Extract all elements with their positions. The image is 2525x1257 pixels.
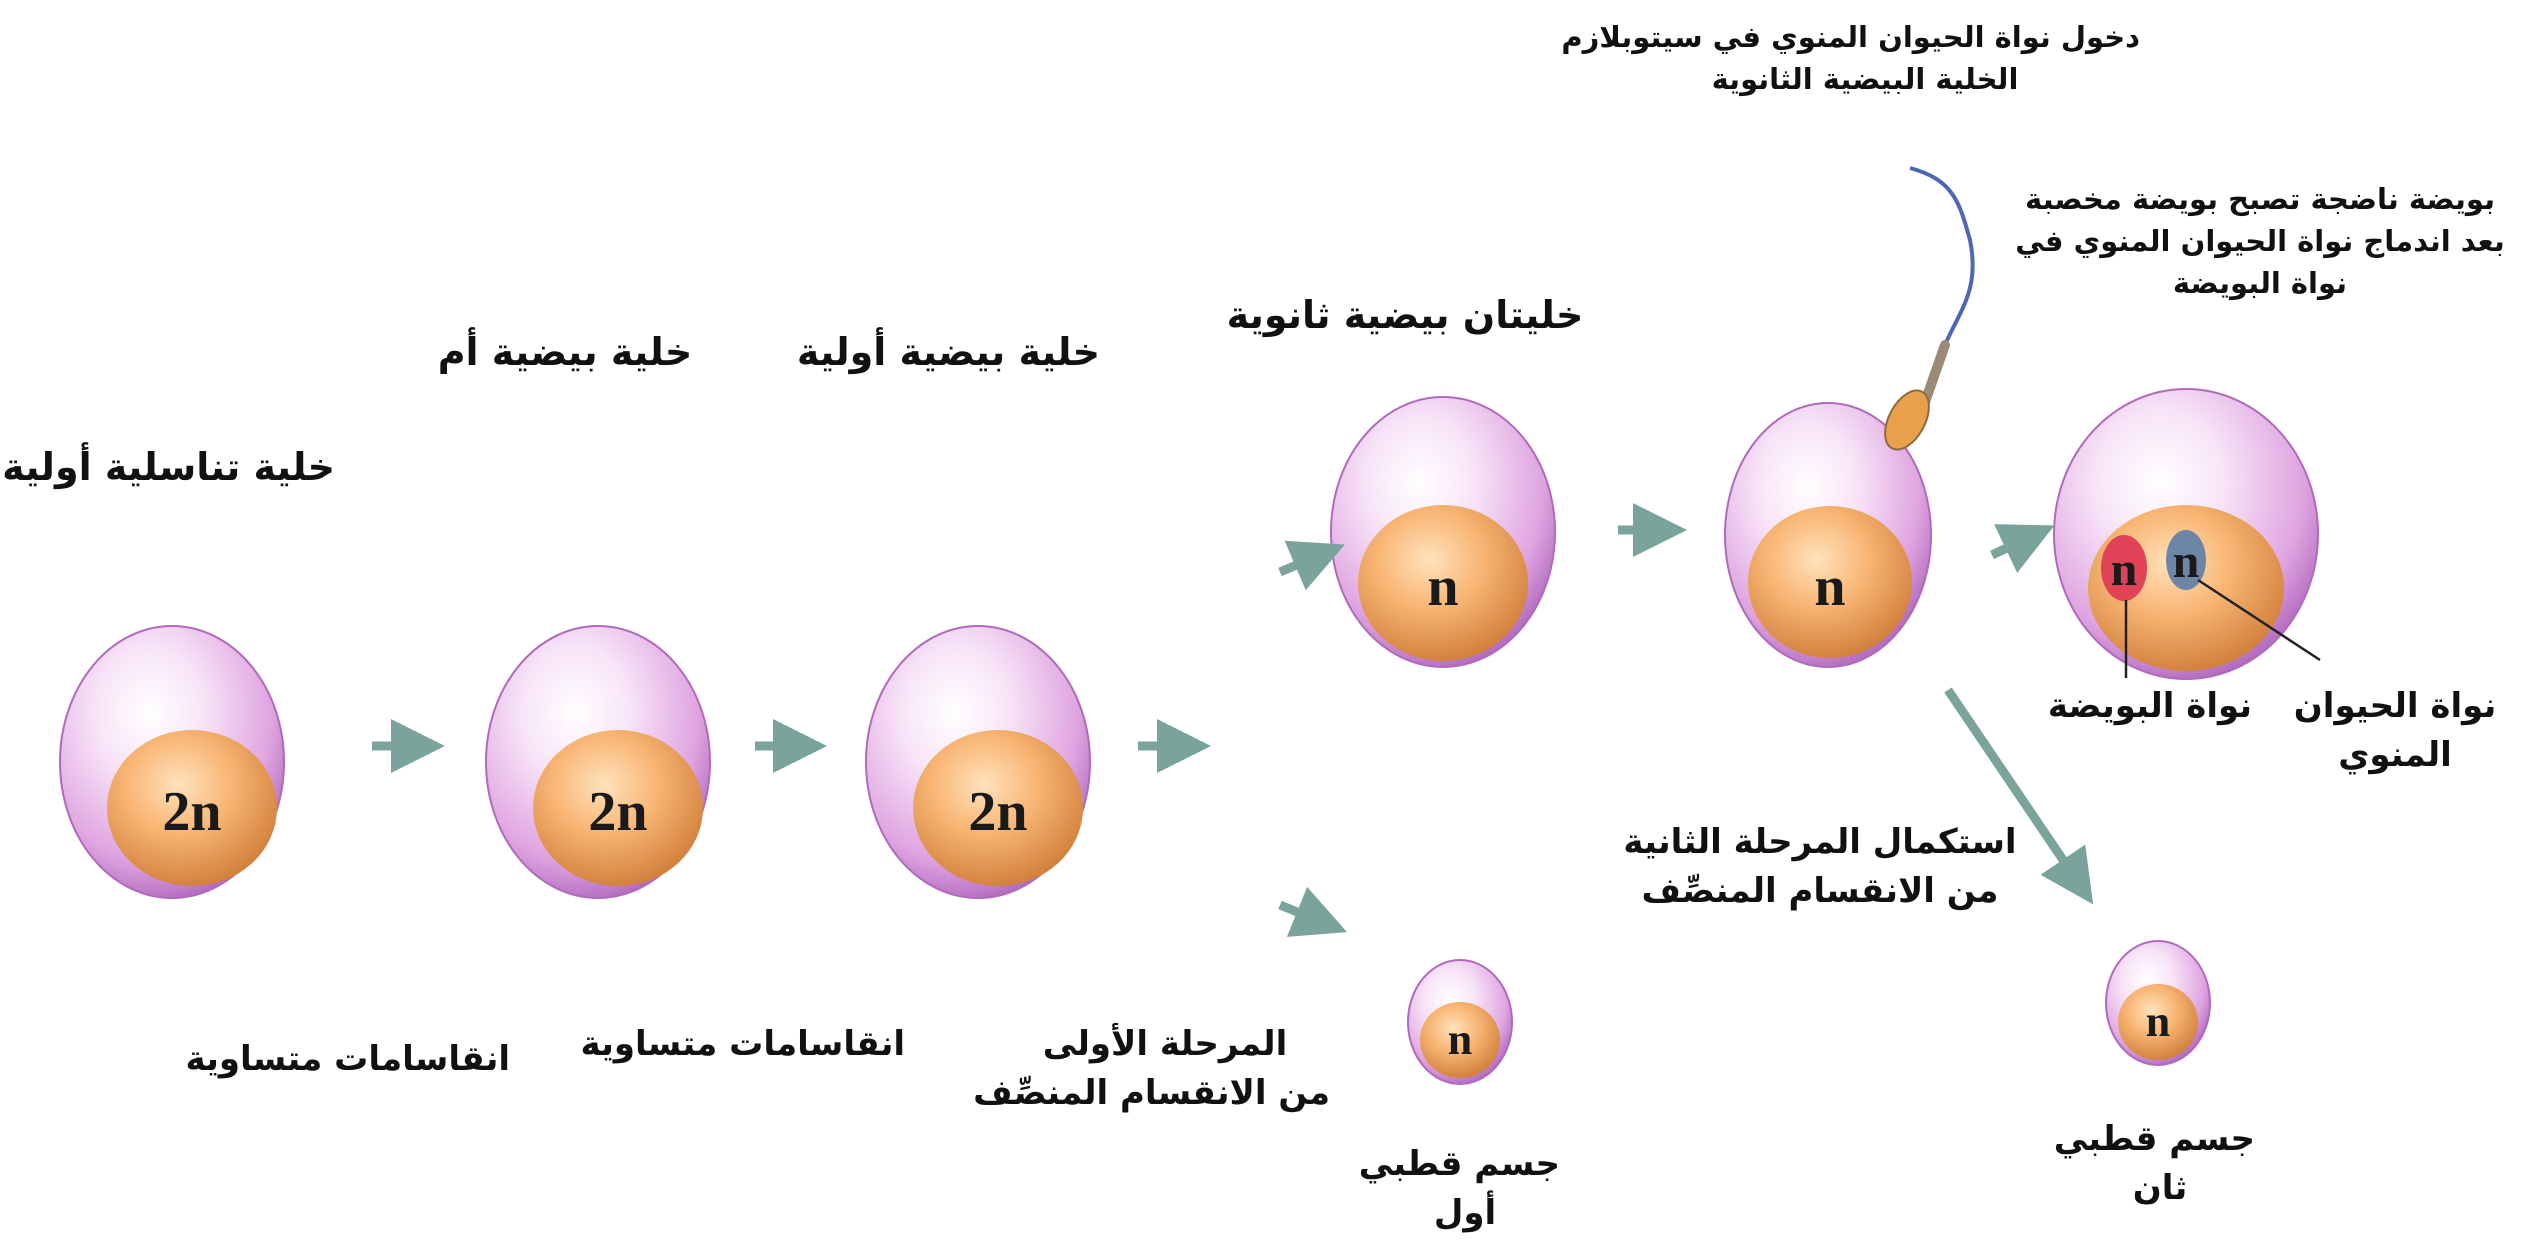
first-polar-body-title: جسم قطبي أول: [1370, 1140, 1560, 1239]
meiosis-2-line-2: من الانقسام المنصِّف: [1610, 867, 2030, 916]
sperm-pronucleus-label: n: [2173, 535, 2200, 588]
secondary-oocyte-nucleus-label: n: [1427, 556, 1458, 618]
primary-oocyte-title: خلية بيضية أولية: [800, 325, 1100, 380]
egg-nucleus-label: نواة البويضة: [2040, 682, 2260, 731]
second-polar-body-line-1: جسم قطبي: [2065, 1115, 2255, 1164]
fertilized-egg-annotation: بويضة ناضجة تصبح بويضة مخصبة بعد اندماج …: [2000, 178, 2520, 304]
sperm-entry-line-2: الخلية البيضية الثانوية: [1590, 58, 2140, 100]
mitosis-label-2: انقاسامات متساوية: [585, 1020, 905, 1069]
meiosis-1-line-1: المرحلة الأولى: [1000, 1020, 1330, 1069]
oogonium-title: خلية بيضية أم: [425, 325, 705, 380]
second-polar-body-nucleus-label: n: [2146, 997, 2170, 1046]
secondary-oocyte-cell: n: [1331, 397, 1555, 667]
sperm-nucleus-label: نواة الحيوان المنوي: [2285, 682, 2505, 781]
primary-oocyte-cell: 2n: [866, 626, 1090, 898]
oogonium-nucleus-label: 2n: [588, 781, 647, 843]
sperm-cell: [1876, 168, 1973, 457]
sperm-entry-annotation: دخول نواة الحيوان المنوي في سيتوبلازم ال…: [1590, 16, 2140, 100]
sperm-nucleus-label-line-1: نواة الحيوان: [2285, 682, 2505, 731]
arrow-sperm-entry-to-mature: [1992, 537, 2030, 555]
second-polar-body-title: جسم قطبي ثان: [2065, 1115, 2255, 1214]
primordial-germ-cell-title: خلية تناسلية أولية: [15, 440, 335, 495]
second-polar-body-line-2: ثان: [2065, 1164, 2255, 1213]
second-polar-body: n: [2106, 941, 2210, 1065]
mature-egg-cell: n n: [2054, 389, 2318, 679]
meiosis-2-line-1: استكمال المرحلة الثانية: [1610, 818, 2030, 867]
first-polar-body-nucleus-label: n: [1448, 1015, 1472, 1064]
first-polar-body: n: [1408, 960, 1512, 1084]
primary-oocyte-nucleus-label: 2n: [968, 781, 1027, 843]
meiosis-2-label: استكمال المرحلة الثانية من الانقسام المن…: [1610, 818, 2030, 917]
primordial-nucleus-label: 2n: [162, 781, 221, 843]
meiosis-1-label: المرحلة الأولى من الانقسام المنصِّف: [1000, 1020, 1330, 1119]
first-polar-body-line-2: أول: [1370, 1189, 1560, 1238]
sperm-entry-line-1: دخول نواة الحيوان المنوي في سيتوبلازم: [1590, 16, 2140, 58]
arrow-to-first-polar-body: [1280, 905, 1322, 922]
mitosis-label-1: انقاسامات متساوية: [190, 1035, 510, 1084]
oogonium-cell: 2n: [486, 626, 710, 898]
primordial-germ-cell: 2n: [60, 626, 284, 898]
sperm-midpiece: [1925, 345, 1945, 402]
first-polar-body-line-1: جسم قطبي: [1370, 1140, 1560, 1189]
secondary-oocytes-title: خليتان بيضية ثانوية: [1225, 288, 1585, 343]
sperm-nucleus-label-line-2: المنوي: [2285, 731, 2505, 780]
egg-pronucleus-label: n: [2111, 543, 2138, 596]
fertilized-line-1: بويضة ناضجة تصبح بويضة مخصبة: [2000, 178, 2520, 220]
meiosis-1-line-2: من الانقسام المنصِّف: [1000, 1069, 1330, 1118]
sperm-entry-nucleus-label: n: [1814, 556, 1845, 618]
fertilized-line-2: بعد اندماج نواة الحيوان المنوي في: [2000, 220, 2520, 262]
arrow-to-secondary-oocyte: [1280, 555, 1320, 572]
fertilized-line-3: نواة البويضة: [2000, 262, 2520, 304]
